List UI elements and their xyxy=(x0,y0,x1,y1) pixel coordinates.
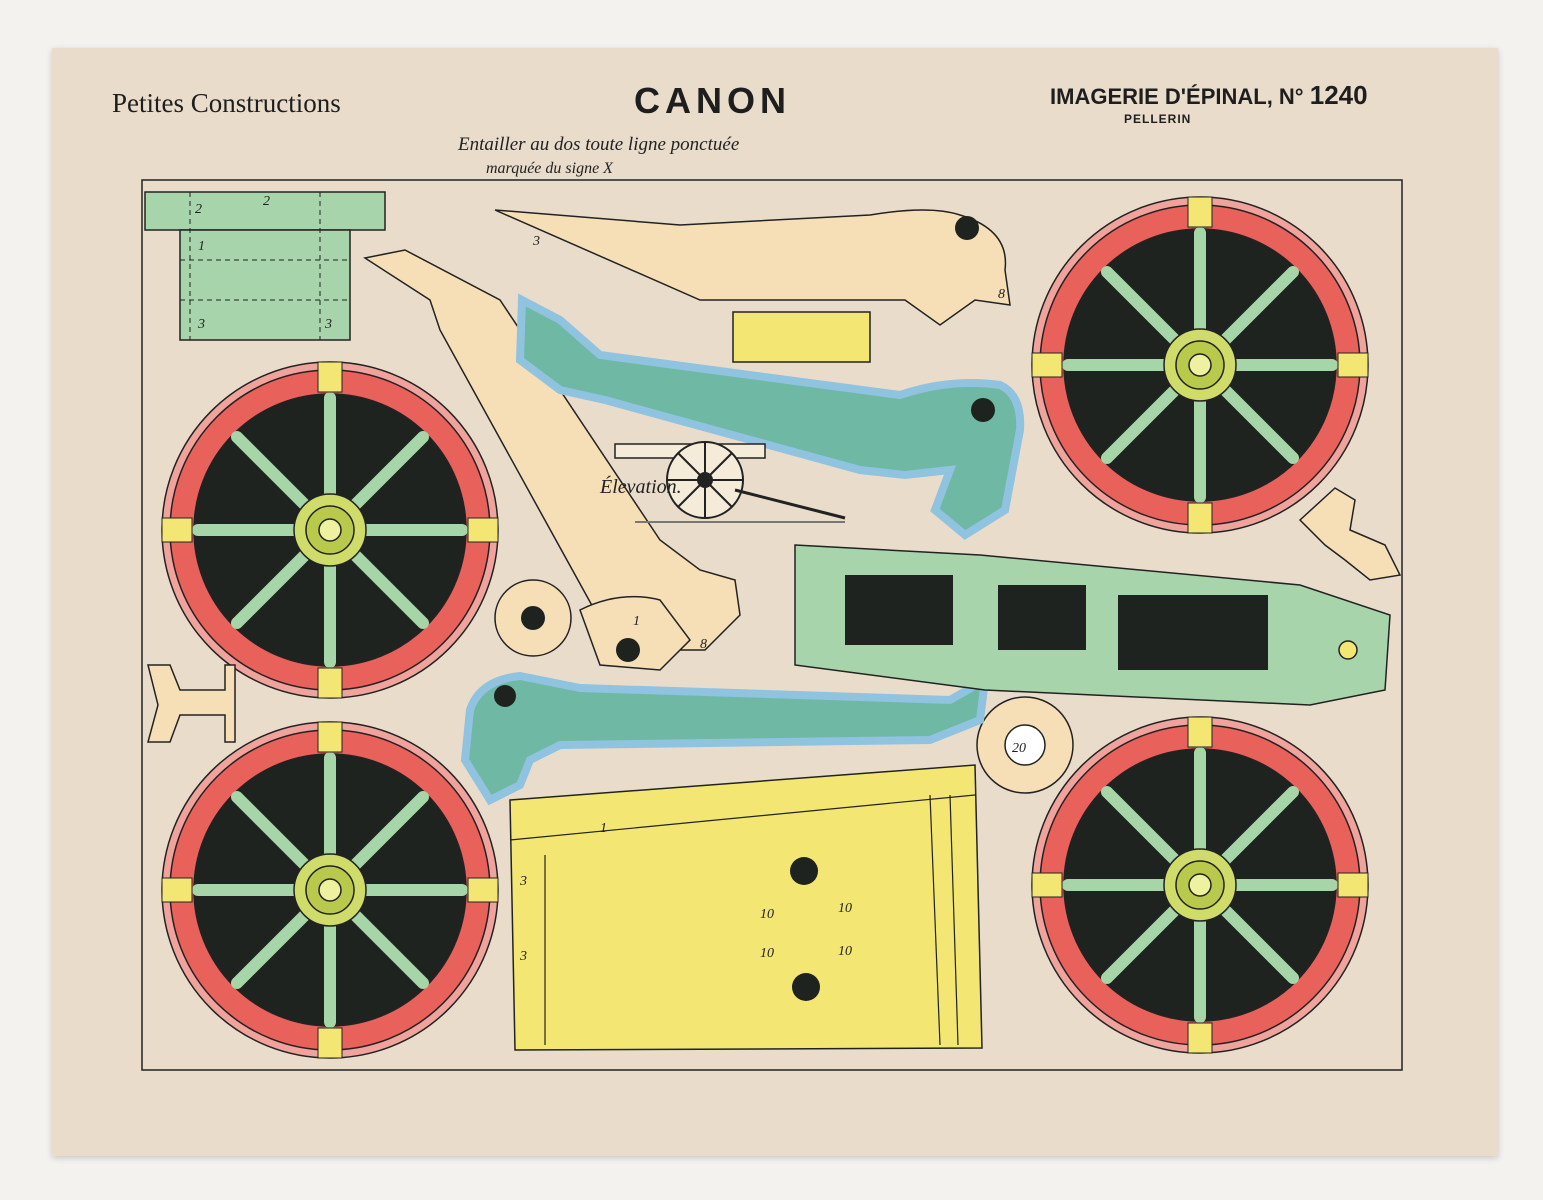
wheel-icon xyxy=(162,722,498,1058)
part-label: 1 xyxy=(198,239,205,254)
part-label: 8 xyxy=(998,287,1005,302)
wheel-icon xyxy=(162,362,498,698)
elevation-label: Élevation. xyxy=(600,476,682,498)
trail-top-cutout xyxy=(494,209,1011,326)
part-label: 1 xyxy=(600,821,607,836)
sheet-number: 1240 xyxy=(1309,80,1368,110)
part-label: 1 xyxy=(633,614,640,629)
part-label: 2 xyxy=(263,194,270,209)
part-label: 2 xyxy=(195,202,202,217)
clip-tab-icon xyxy=(1298,487,1402,581)
part-label: 3 xyxy=(519,949,527,964)
barrel-cutout xyxy=(509,764,983,1051)
part-label: 10 xyxy=(838,944,852,959)
axle-box-cutout xyxy=(144,191,386,341)
clip-tab-icon xyxy=(147,664,236,743)
round-cutouts xyxy=(494,579,1074,794)
bracket-lower-cutout xyxy=(460,671,990,806)
part-label: 10 xyxy=(760,946,774,961)
publisher-title: IMAGERIE D'ÉPINAL, N° 1240 xyxy=(1050,80,1368,111)
part-label: 3 xyxy=(197,317,205,332)
part-label: 10 xyxy=(760,907,774,922)
series-title: Petites Constructions xyxy=(112,88,341,118)
bracket-upper-cutout xyxy=(515,293,1025,540)
gun-box-cutout xyxy=(794,544,1391,706)
wheel-icon xyxy=(1032,197,1368,533)
wheel-icon xyxy=(1032,717,1368,1053)
part-label: 8 xyxy=(700,637,707,652)
part-label: 3 xyxy=(519,874,527,889)
publisher-name: PELLERIN xyxy=(1124,112,1192,126)
part-label: 3 xyxy=(532,234,540,249)
part-label: 20 xyxy=(1012,741,1026,756)
instruction-line-1: Entailler au dos toute ligne ponctuée xyxy=(458,134,740,155)
yellow-strip-cutout xyxy=(732,311,871,363)
part-label: 3 xyxy=(324,317,332,332)
page-title: CANON xyxy=(634,80,791,121)
instruction-line-2: marquée du signe X xyxy=(486,160,613,177)
publisher-prefix: IMAGERIE D'ÉPINAL, N° xyxy=(1050,84,1304,109)
cannon-elevation-icon xyxy=(614,441,846,523)
part-label: 10 xyxy=(838,901,852,916)
